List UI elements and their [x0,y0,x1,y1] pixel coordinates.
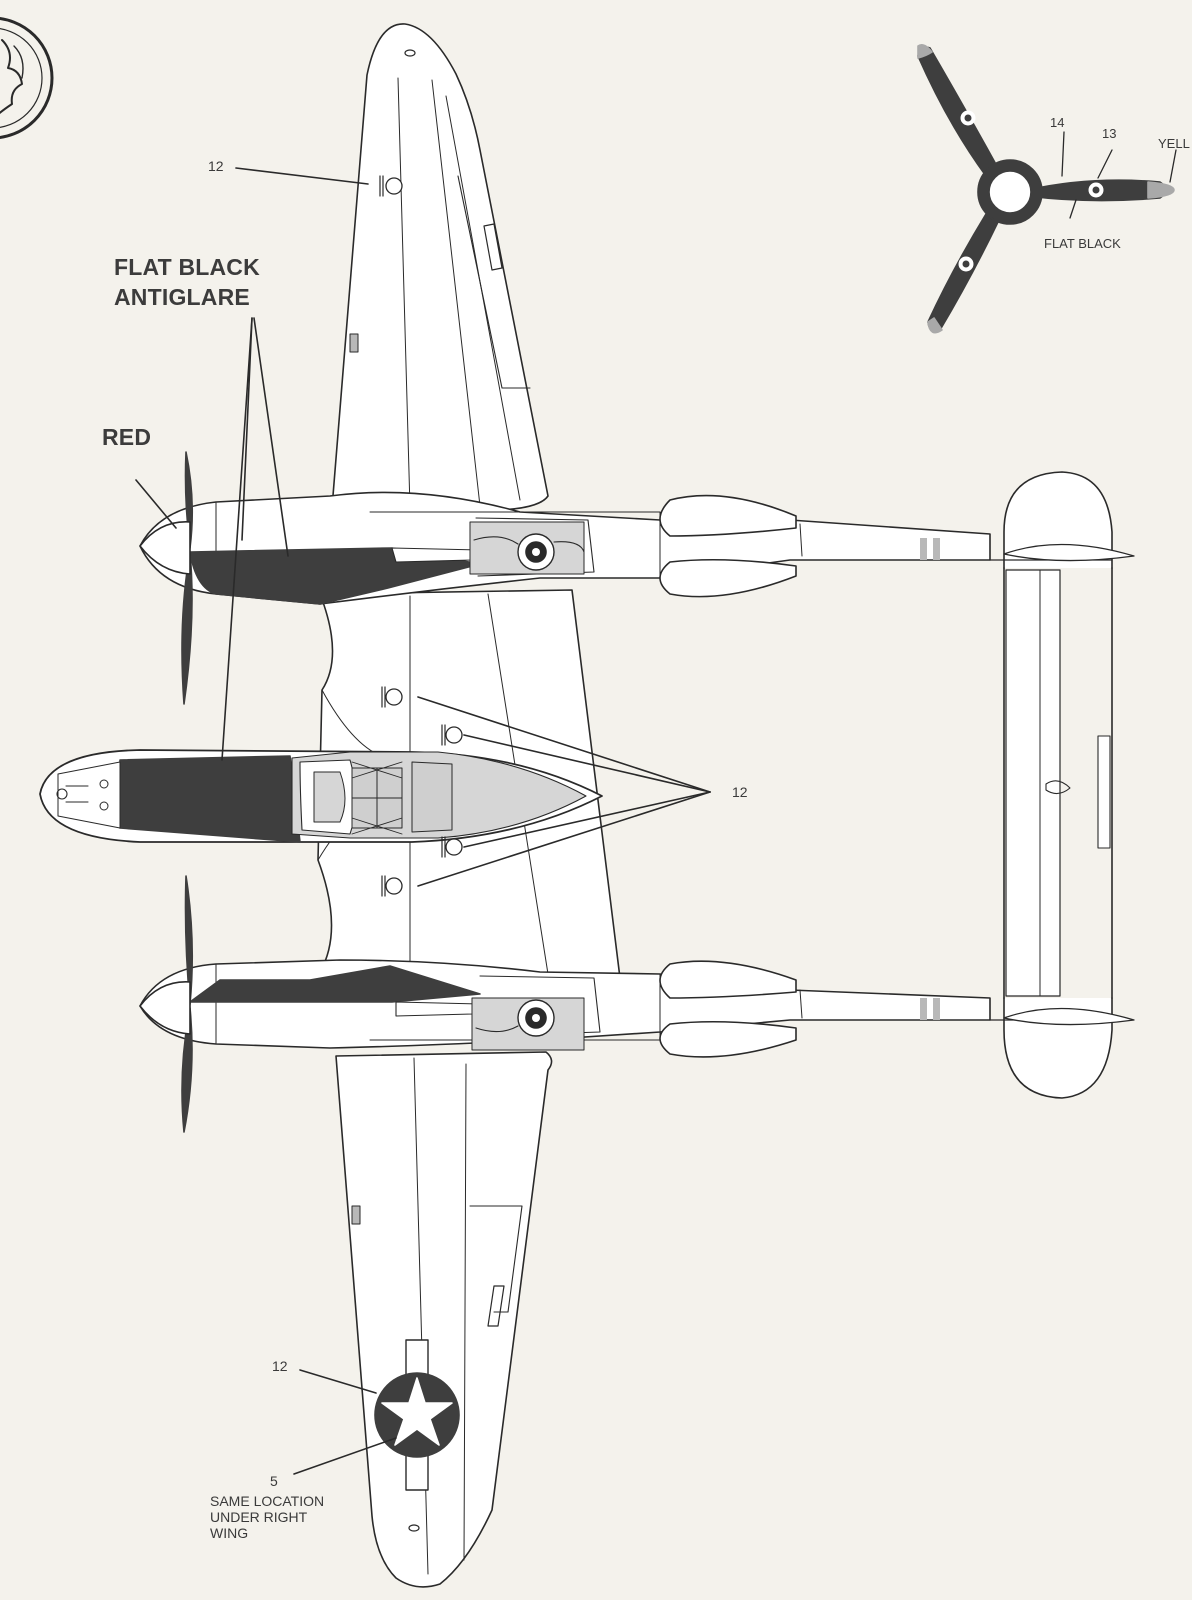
red-label: RED [102,424,152,450]
left-wing [331,23,549,511]
callout-12-upper-wing: 12 [208,158,224,174]
callout-5: 5 [270,1473,278,1489]
left-propeller [139,451,194,705]
decal-12-markers [379,175,463,897]
callout-13: 13 [1102,126,1117,141]
right-radiator-scoops [659,960,797,1058]
right-wing [335,1051,553,1588]
right-propeller [139,875,194,1133]
left-turbocharger [391,521,585,575]
propeller-detail-view [917,44,1177,334]
tail-booms-and-stabilizer [989,471,1135,1099]
callout-12-center-wing: 12 [732,784,748,800]
callout-12-lower-wing: 12 [272,1358,288,1374]
flat-black-hub-label: FLAT BLACK [1044,236,1121,251]
leader-lines [135,167,711,1475]
right-antiglare-panel [189,965,481,1003]
central-nacelle [39,749,603,843]
callout-14: 14 [1050,115,1065,130]
right-turbocharger [395,997,585,1051]
left-radiator-scoops [659,494,797,598]
national-insignia [374,1339,460,1491]
same-location-note: SAME LOCATION UNDER RIGHT WING [210,1493,325,1541]
yellow-tip-label: YELL [1158,136,1190,151]
flat-black-antiglare-label: FLAT BLACK ANTIGLARE [114,254,260,310]
squadron-badge-emblem [0,17,54,139]
